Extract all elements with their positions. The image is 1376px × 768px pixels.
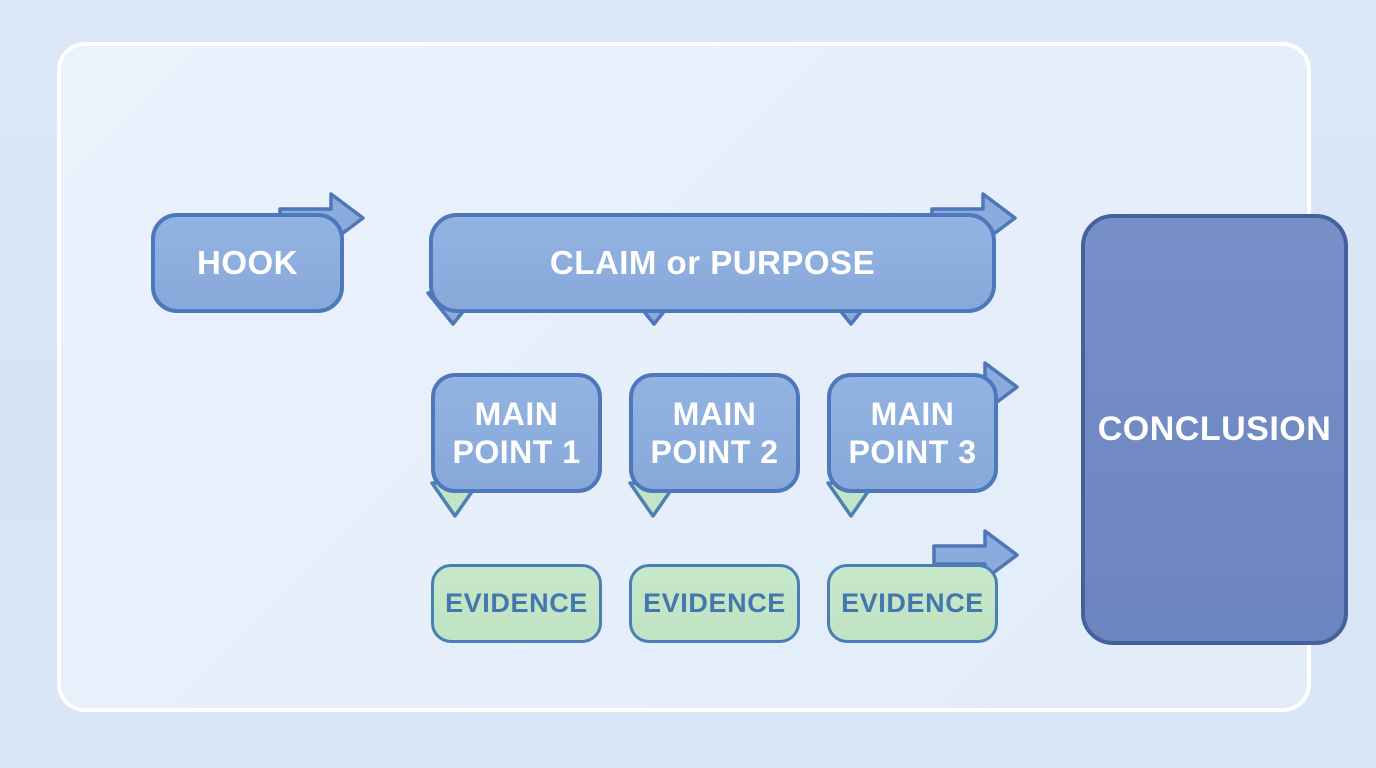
main-point-3-line2: POINT 3 [848, 434, 977, 470]
node-evidence-3-label: EVIDENCE [841, 588, 984, 618]
node-hook-label: HOOK [197, 244, 298, 281]
node-evidence-2-label: EVIDENCE [643, 588, 786, 618]
node-claim-label: CLAIM or PURPOSE [549, 244, 876, 281]
node-conclusion: CONCLUSION [1081, 214, 1348, 645]
node-main-point-2: MAIN POINT 2 [629, 373, 800, 493]
diagram-panel: HOOK CLAIM or PURPOSE MAIN POINT 1 MAIN … [57, 42, 1348, 712]
node-main-point-1-label: MAIN POINT 1 [453, 395, 581, 471]
node-main-point-1: MAIN POINT 1 [431, 373, 602, 493]
node-claim-or-purpose: CLAIM or PURPOSE [429, 213, 996, 313]
node-main-point-3-label: MAIN POINT 3 [849, 395, 977, 471]
node-conclusion-label: CONCLUSION [1097, 410, 1332, 448]
node-evidence-1-label: EVIDENCE [445, 588, 588, 618]
node-evidence-2: EVIDENCE [629, 564, 800, 643]
node-evidence-3: EVIDENCE [827, 564, 998, 643]
main-point-3-line1: MAIN [870, 396, 955, 432]
main-point-1-line2: POINT 1 [452, 434, 581, 470]
node-main-point-2-label: MAIN POINT 2 [651, 395, 779, 471]
main-point-1-line1: MAIN [474, 396, 559, 432]
node-main-point-3: MAIN POINT 3 [827, 373, 998, 493]
main-point-2-line1: MAIN [672, 396, 757, 432]
node-evidence-1: EVIDENCE [431, 564, 602, 643]
node-hook: HOOK [151, 213, 344, 313]
main-point-2-line2: POINT 2 [650, 434, 779, 470]
